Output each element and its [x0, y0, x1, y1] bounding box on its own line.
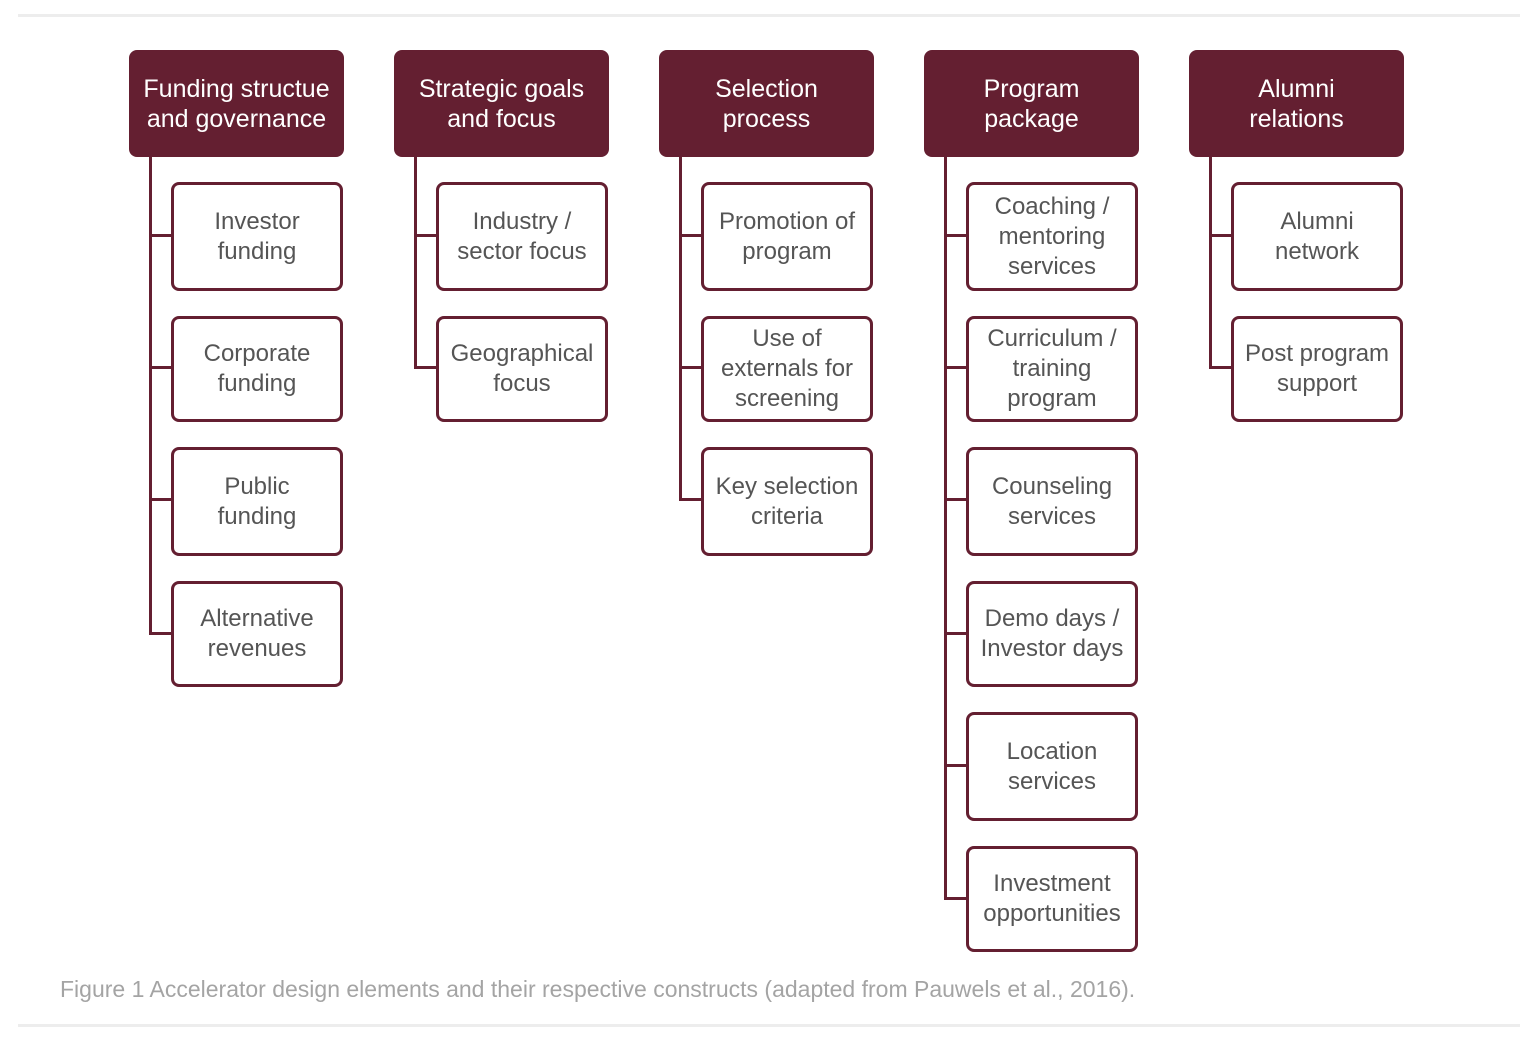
connector-branch — [944, 764, 967, 767]
column-header: Program package — [924, 50, 1139, 157]
construct-box: Post program support — [1231, 316, 1403, 422]
top-divider — [18, 14, 1520, 17]
connector-branch — [149, 366, 172, 369]
construct-box: Key selection criteria — [701, 447, 873, 556]
connector-branch — [679, 366, 702, 369]
construct-box: Location services — [966, 712, 1138, 821]
construct-box: Counseling services — [966, 447, 1138, 556]
column-funding-structure: Funding structue and governance Investor… — [129, 0, 429, 1000]
construct-box: Investment opportunities — [966, 846, 1138, 952]
construct-box: Corporate funding — [171, 316, 343, 422]
construct-box: Public funding — [171, 447, 343, 556]
connector-branch — [149, 234, 172, 237]
construct-box: Promotion of program — [701, 182, 873, 291]
construct-box: Curriculum / training program — [966, 316, 1138, 422]
connector-line — [1209, 157, 1212, 369]
connector-branch — [414, 366, 437, 369]
connector-line — [679, 157, 682, 501]
connector-branch — [1209, 234, 1232, 237]
construct-box: Demo days / Investor days — [966, 581, 1138, 687]
connector-line — [414, 157, 417, 369]
bottom-divider — [18, 1024, 1520, 1027]
column-header: Strategic goals and focus — [394, 50, 609, 157]
construct-box: Investor funding — [171, 182, 343, 291]
column-header: Funding structue and governance — [129, 50, 344, 157]
connector-branch — [944, 632, 967, 635]
column-program-package: Program package Coaching / mentoring ser… — [924, 0, 1224, 1000]
connector-branch — [1209, 366, 1232, 369]
column-strategic-goals: Strategic goals and focus Industry / sec… — [394, 0, 694, 1000]
connector-branch — [944, 234, 967, 237]
connector-branch — [944, 897, 967, 900]
column-selection-process: Selection process Promotion of program U… — [659, 0, 959, 1000]
column-header: Alumni relations — [1189, 50, 1404, 157]
connector-branch — [944, 498, 967, 501]
connector-branch — [414, 234, 437, 237]
construct-box: Industry / sector focus — [436, 182, 608, 291]
construct-box: Coaching / mentoring services — [966, 182, 1138, 291]
construct-box: Geographical focus — [436, 316, 608, 422]
figure-caption: Figure 1 Accelerator design elements and… — [60, 976, 1136, 1002]
construct-box: Use of externals for screening — [701, 316, 873, 422]
connector-branch — [679, 234, 702, 237]
connector-branch — [679, 498, 702, 501]
connector-branch — [149, 498, 172, 501]
connector-line — [944, 157, 947, 900]
column-alumni-relations: Alumni relations Alumni network Post pro… — [1189, 0, 1489, 1000]
column-header: Selection process — [659, 50, 874, 157]
connector-line — [149, 157, 152, 635]
connector-branch — [944, 366, 967, 369]
construct-box: Alumni network — [1231, 182, 1403, 291]
connector-branch — [149, 632, 172, 635]
construct-box: Alternative revenues — [171, 581, 343, 687]
